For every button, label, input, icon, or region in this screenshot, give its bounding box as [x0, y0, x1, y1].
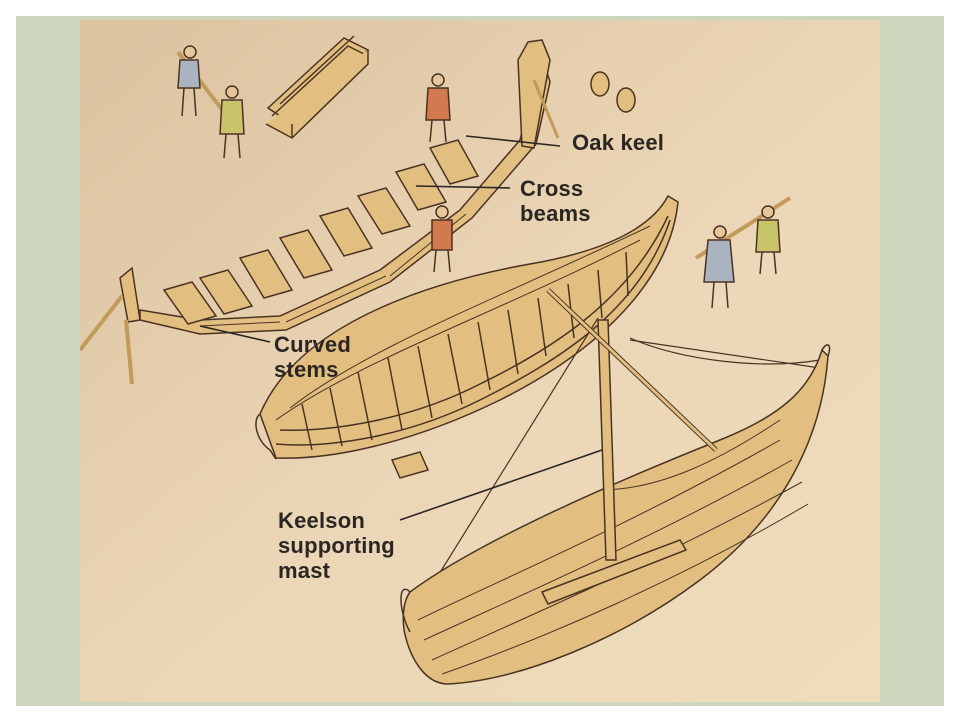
- leader-lines: [199, 135, 603, 521]
- keel-assembly: [80, 39, 560, 385]
- ship-construction-illustration: [80, 20, 880, 702]
- curved-stems-leader: [199, 325, 271, 343]
- stacked-planks: [265, 35, 370, 139]
- cross-beams-leader: [415, 185, 511, 189]
- workers-carrying-timber-right: [694, 196, 792, 309]
- label-oak-keel: Oak keel: [572, 130, 665, 155]
- barrels: [590, 71, 636, 113]
- oak-keel-leader: [465, 135, 561, 147]
- worker-at-keel: [425, 73, 451, 143]
- keelson-leader: [399, 449, 603, 521]
- label-cross-beams: Cross beams: [520, 176, 591, 226]
- label-curved-stems: Curved stems: [274, 332, 351, 382]
- label-keelson-supporting-mast: Keelson supporting mast: [278, 508, 395, 583]
- workers-carrying-timber-top: [176, 45, 245, 159]
- illustration-panel: Oak keel Cross beams Curved stems Keelso…: [80, 20, 880, 702]
- worker-near-cross-beams: [431, 205, 453, 273]
- ribbed-hull: [255, 194, 679, 479]
- finished-hull-with-mast: [400, 288, 831, 685]
